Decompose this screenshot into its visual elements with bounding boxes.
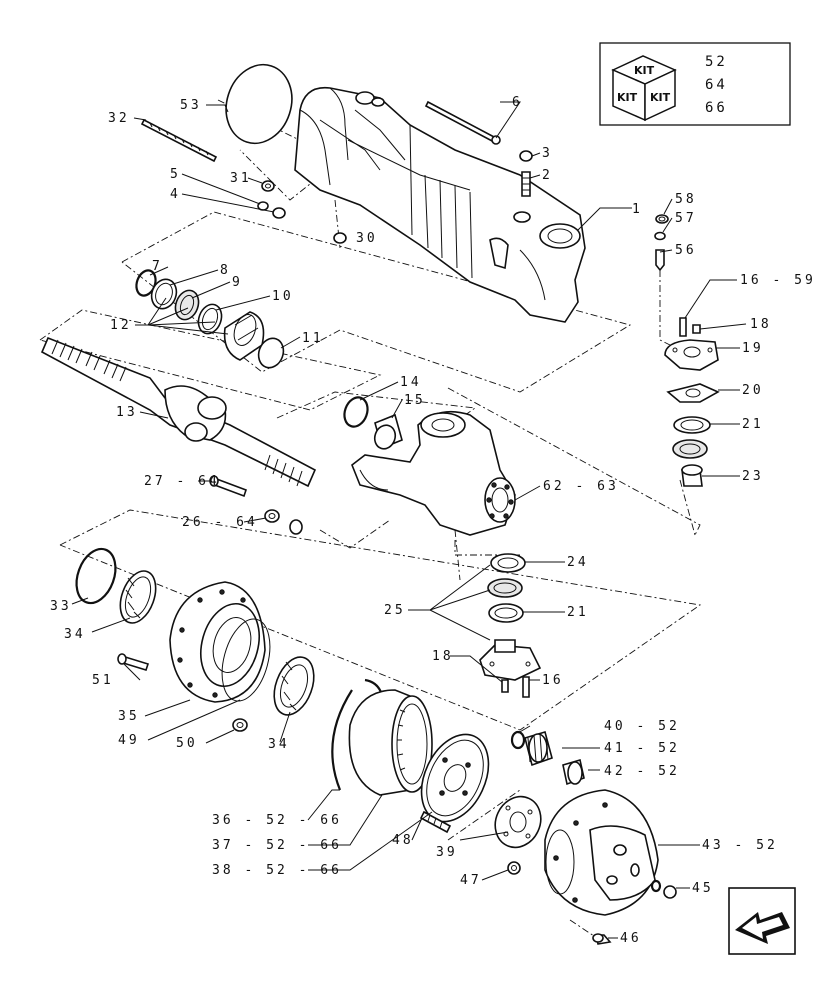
callout-12: 12 <box>110 318 132 333</box>
callout-51: 51 <box>92 673 114 688</box>
callout-40-52: 40 - 52 <box>604 719 680 734</box>
callout-43-52: 43 - 52 <box>702 838 778 853</box>
kit-cube-icon: KIT KIT KIT <box>611 55 677 122</box>
callout-21-lower: 21 <box>567 605 589 620</box>
planet-gears <box>510 730 585 786</box>
kit-cube-right-text: KIT <box>650 91 671 104</box>
callout-18-lower: 18 <box>432 649 454 664</box>
callout-4: 4 <box>170 187 181 202</box>
callout-13: 13 <box>116 405 138 420</box>
king-pin-parts-right <box>654 214 720 487</box>
callout-5: 5 <box>170 167 181 182</box>
callout-14: 14 <box>400 375 422 390</box>
callout-31: 31 <box>230 171 252 186</box>
king-pin-parts-lower <box>479 553 542 698</box>
callout-labels: 1 2 3 4 5 6 7 8 9 10 11 12 13 14 15 16 -… <box>50 95 816 946</box>
bolt-27 <box>209 475 248 498</box>
leader-lines <box>71 101 747 939</box>
callout-30: 30 <box>356 231 378 246</box>
callout-11: 11 <box>302 331 324 346</box>
kit-cube-top-text: KIT <box>634 64 655 77</box>
swivel-housing <box>351 410 516 536</box>
axle-housing <box>294 86 586 323</box>
callout-34-left: 34 <box>64 627 86 642</box>
callout-16: 16 <box>542 673 564 688</box>
callout-26-64: 26 - 64 <box>182 515 258 530</box>
nut-26 <box>264 509 303 535</box>
seal-rings-group <box>135 269 285 369</box>
callout-1: 1 <box>632 202 643 217</box>
bearing-34 <box>273 656 315 716</box>
bearing-seals-left <box>75 547 157 624</box>
ring-gear-37 <box>348 689 433 796</box>
bolt-46 <box>592 933 612 945</box>
thrust-washer-39 <box>494 795 542 849</box>
kit-number-3: 66 <box>705 100 728 116</box>
callout-2: 2 <box>542 168 553 183</box>
callout-16-59: 16 - 59 <box>740 273 816 288</box>
callout-9: 9 <box>232 275 243 290</box>
stud-48 <box>419 810 452 834</box>
callout-37-52-66: 37 - 52 - 66 <box>212 838 342 853</box>
callout-48: 48 <box>392 833 414 848</box>
callout-3: 3 <box>542 146 553 161</box>
seal-14 <box>343 396 369 428</box>
stud-bolt-6 <box>424 100 501 145</box>
callout-21-right: 21 <box>742 417 764 432</box>
callout-36-52-66: 36 - 52 - 66 <box>212 813 342 828</box>
callout-35: 35 <box>118 709 140 724</box>
callout-33: 33 <box>50 599 72 614</box>
callout-18-right: 18 <box>750 317 772 332</box>
callout-32: 32 <box>108 111 130 126</box>
callout-62-63: 62 - 63 <box>543 479 619 494</box>
gear-carrier-38 <box>420 733 490 823</box>
kit-number-1: 52 <box>705 54 728 70</box>
o-ring-49 <box>221 618 271 702</box>
callout-7: 7 <box>152 259 163 274</box>
callout-24: 24 <box>567 555 589 570</box>
housing-small-hardware <box>257 150 533 244</box>
planetary-carrier-43 <box>544 789 659 916</box>
callout-47: 47 <box>460 873 482 888</box>
o-ring <box>225 63 293 145</box>
callout-58: 58 <box>675 192 697 207</box>
stud-51 <box>117 653 150 671</box>
arrow-icon <box>735 912 790 944</box>
callout-10: 10 <box>272 289 294 304</box>
assembly-guide-lines <box>39 99 702 941</box>
callout-41-52: 41 - 52 <box>604 741 680 756</box>
hardware-45 <box>650 879 677 899</box>
kit-number-2: 64 <box>705 77 728 93</box>
callout-42-52: 42 - 52 <box>604 764 680 779</box>
callout-8: 8 <box>220 263 231 278</box>
callout-6: 6 <box>512 95 523 110</box>
nut-47 <box>507 861 521 875</box>
callout-50: 50 <box>176 736 198 751</box>
callout-27-64: 27 - 64 <box>144 474 220 489</box>
callout-53: 53 <box>180 98 202 113</box>
callout-46: 46 <box>620 931 642 946</box>
stud-bolt-32 <box>140 118 218 163</box>
nav-arrow-button[interactable] <box>728 887 796 955</box>
callout-57: 57 <box>675 211 697 226</box>
callout-34-lower: 34 <box>268 737 290 752</box>
callout-49: 49 <box>118 733 140 748</box>
callout-45: 45 <box>692 881 714 896</box>
wheel-hub <box>169 581 266 703</box>
callout-23: 23 <box>742 469 764 484</box>
callout-38-52-66: 38 - 52 - 66 <box>212 863 342 878</box>
callout-20: 20 <box>742 383 764 398</box>
callout-25: 25 <box>384 603 406 618</box>
kit-legend-box: KIT KIT KIT 52 64 66 <box>599 42 791 126</box>
bushing-15 <box>373 413 403 450</box>
drive-shaft <box>40 336 317 488</box>
nut-50 <box>232 718 248 732</box>
callout-39: 39 <box>436 845 458 860</box>
kit-cube-left-text: KIT <box>617 91 638 104</box>
callout-56: 56 <box>675 243 697 258</box>
callout-15: 15 <box>404 393 426 408</box>
callout-19: 19 <box>742 341 764 356</box>
